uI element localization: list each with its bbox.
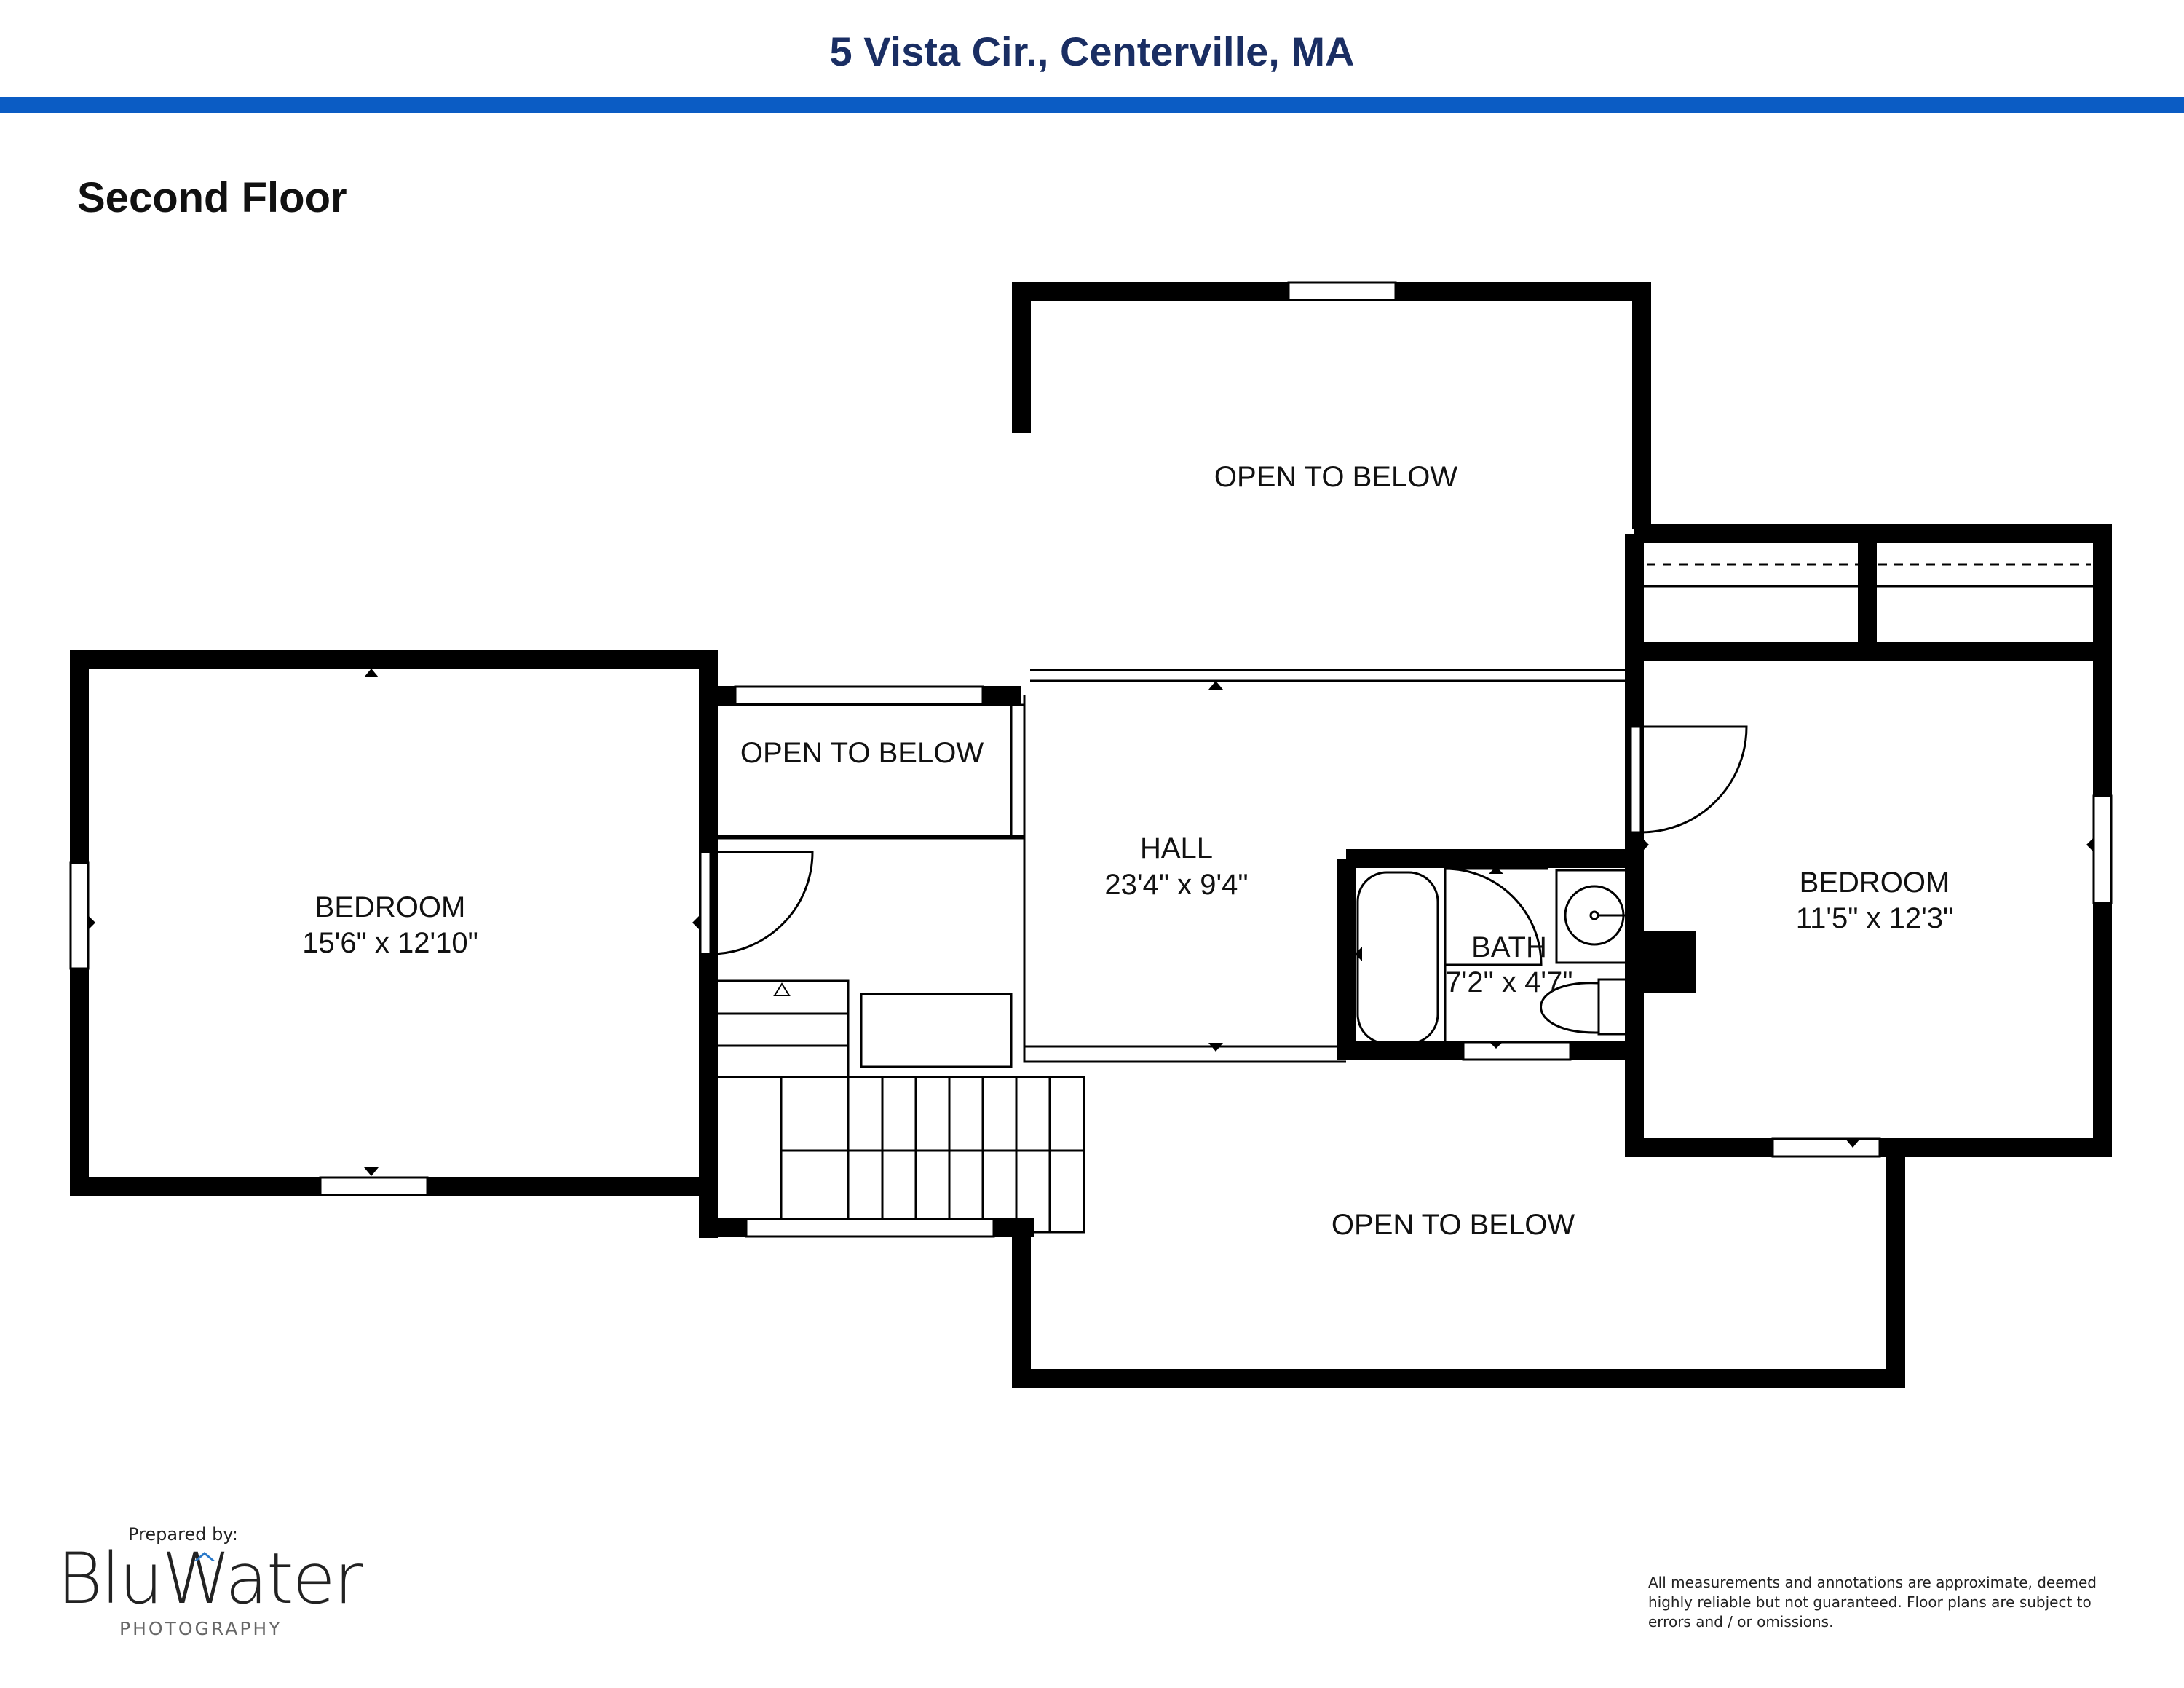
direction-markers <box>88 652 2094 1176</box>
page-title: 5 Vista Cir., Centerville, MA <box>829 28 1355 74</box>
windows <box>69 281 2113 1238</box>
exterior-walls <box>70 282 2112 1388</box>
logo-subtitle: PHOTOGRAPHY <box>119 1618 282 1639</box>
room-label-bedroom-right: BEDROOM <box>1800 867 1950 899</box>
doors <box>699 725 1748 955</box>
room-dims-bedroom-left: 15'6" x 12'10" <box>302 927 478 959</box>
room-label-hall: HALL <box>1140 832 1213 864</box>
floor-label: Second Floor <box>77 174 347 221</box>
bluwater-logo: BluWater PHOTOGRAPHY <box>57 1544 363 1646</box>
chimney <box>1634 931 1696 993</box>
room-dims-bedroom-right: 11'5" x 12'3" <box>1796 902 1953 934</box>
disclaimer-text: All measurements and annotations are app… <box>1648 1574 2097 1630</box>
room-dims-hall: 23'4" x 9'4" <box>1104 869 1248 901</box>
room-label-open-left: OPEN TO BELOW <box>740 737 984 769</box>
room-dims-bath: 7'2" x 4'7" <box>1446 966 1573 998</box>
room-label-open-bottom: OPEN TO BELOW <box>1332 1209 1575 1241</box>
prepared-by-label: Prepared by: <box>128 1524 238 1545</box>
logo-roof-icon <box>194 1552 215 1561</box>
room-label-open-top: OPEN TO BELOW <box>1214 461 1457 493</box>
top-room-wall <box>1012 282 1651 529</box>
bottom-open-wall <box>1012 1148 1905 1388</box>
title-divider <box>0 97 2184 113</box>
logo-wordmark: BluWater <box>57 1538 363 1620</box>
room-label-bath: BATH <box>1471 931 1547 963</box>
room-label-bedroom-left: BEDROOM <box>315 891 466 923</box>
